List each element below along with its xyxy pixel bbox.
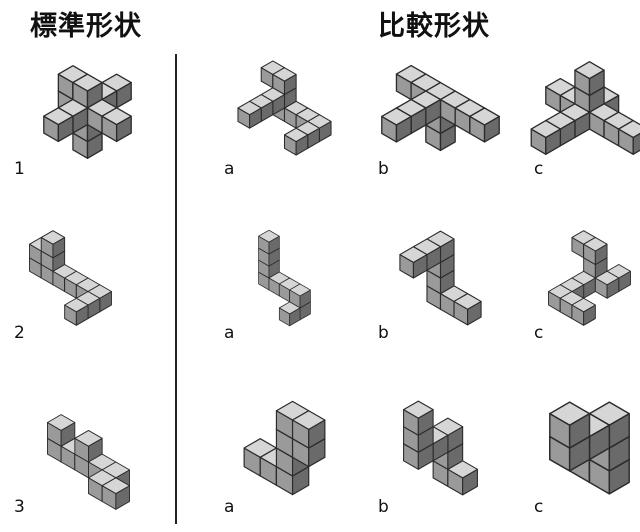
figure-compare-3b-svg (403, 400, 478, 496)
label-compare-2b: b (378, 323, 389, 343)
cube-top-face (258, 229, 280, 243)
column-divider (175, 54, 177, 524)
cube-top-face (530, 119, 562, 139)
cube-top-face (617, 119, 640, 139)
cube-top-face (74, 429, 103, 447)
cube-top-face (283, 127, 309, 143)
cube-top-face (453, 293, 482, 310)
figure-compare-3a (222, 398, 347, 498)
standard-shapes-header: 標準形状 (30, 11, 142, 42)
label-compare-2c: c (534, 323, 544, 343)
cube-top-face (43, 107, 74, 126)
figure-compare-2a-svg (258, 229, 311, 327)
label-compare-1a: a (224, 159, 235, 179)
cube-top-face (571, 297, 596, 313)
label-standard-1: 1 (14, 159, 25, 179)
figure-compare-1c-svg (530, 61, 640, 155)
figure-compare-3a-svg (243, 400, 326, 496)
figure-compare-1c (527, 58, 640, 158)
cube-top-face (469, 107, 500, 126)
figure-standard-3 (26, 412, 151, 512)
cube-top-face (47, 414, 76, 431)
label-compare-3c: c (534, 497, 544, 517)
cube-top-face (594, 270, 620, 286)
cube-top-face (237, 100, 262, 116)
figure-compare-1b-svg (381, 64, 500, 152)
figure-compare-3c-svg (549, 401, 630, 495)
cube-top-face (64, 297, 89, 313)
label-standard-3: 3 (14, 497, 25, 517)
figure-compare-3c (527, 398, 640, 498)
cube-top-face (272, 67, 297, 82)
label-standard-2: 2 (14, 323, 25, 343)
cube-top-face (399, 246, 428, 263)
label-compare-1c: c (534, 159, 544, 179)
cube-top-face (40, 230, 66, 245)
figure-compare-2c-svg (548, 230, 631, 326)
figure-compare-2c (527, 228, 640, 328)
label-compare-3a: a (224, 497, 235, 517)
figure-compare-3b (378, 398, 503, 498)
figure-compare-2b-svg (399, 230, 482, 326)
comparison-shapes-header: 比較形状 (378, 11, 490, 42)
cube-top-face (381, 107, 412, 126)
figure-standard-1 (25, 62, 150, 162)
cube-top-face (72, 73, 103, 92)
figure-standard-2-svg (29, 230, 112, 326)
cube-top-face (291, 410, 326, 430)
cube-top-face (278, 301, 301, 315)
figure-compare-2b (378, 228, 503, 328)
figure-compare-1a-svg (237, 60, 332, 156)
figure-compare-1a (222, 58, 347, 158)
label-compare-3b: b (378, 497, 389, 517)
cube-top-face (574, 61, 605, 80)
label-compare-1b: b (378, 159, 389, 179)
figure-compare-2a (222, 228, 347, 328)
figure-compare-1b (378, 58, 503, 158)
label-compare-2a: a (224, 323, 235, 343)
cube-top-face (403, 400, 434, 419)
figure-standard-1-svg (43, 65, 132, 159)
cube-top-face (289, 283, 311, 297)
figure-standard-2 (8, 228, 133, 328)
cube-top-face (101, 107, 132, 126)
cube-top-face (583, 236, 608, 252)
figure-standard-3-svg (47, 414, 130, 510)
cube-top-face (101, 477, 130, 495)
cube-top-face (549, 401, 591, 426)
